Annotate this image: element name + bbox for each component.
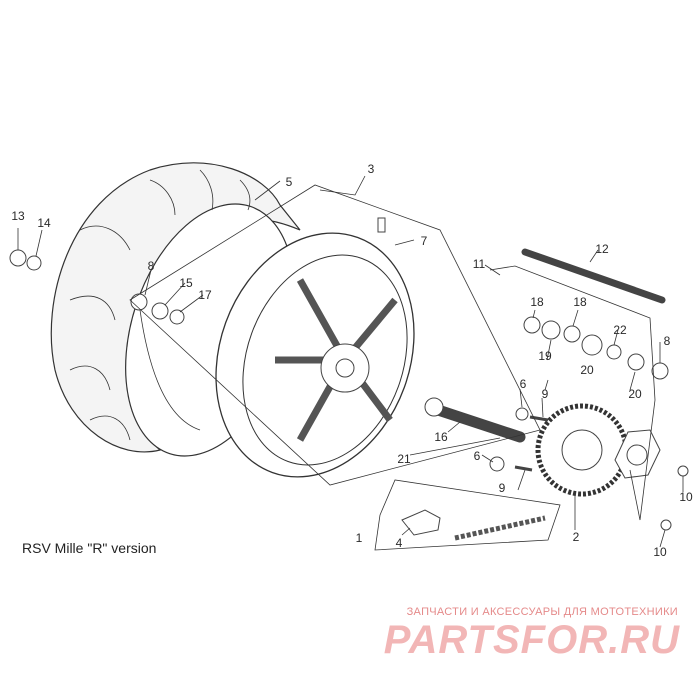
callout-15: 15 bbox=[179, 276, 193, 290]
callout-17: 17 bbox=[198, 288, 212, 302]
callout-12: 12 bbox=[595, 242, 609, 256]
wheel-rim bbox=[215, 217, 415, 478]
callout-22: 22 bbox=[613, 323, 627, 337]
wheel-hub bbox=[320, 343, 370, 393]
callout-9-bottom: 9 bbox=[499, 481, 506, 495]
callout-20b: 20 bbox=[580, 363, 594, 377]
callout-8-left: 8 bbox=[148, 259, 155, 273]
ring-17 bbox=[169, 309, 185, 325]
callout-11: 11 bbox=[473, 257, 486, 271]
callout-14: 14 bbox=[37, 216, 51, 230]
callout-8-right: 8 bbox=[664, 334, 671, 348]
washer-14 bbox=[26, 255, 42, 271]
bearing-8-right bbox=[651, 362, 669, 380]
callout-19: 21 bbox=[397, 452, 411, 466]
callout-13: 13 bbox=[11, 209, 25, 223]
bearing-18a bbox=[523, 316, 541, 334]
nut-10-top bbox=[677, 465, 689, 477]
nut-13 bbox=[9, 249, 27, 267]
watermark-logo: PARTSFOR.RU bbox=[383, 618, 680, 662]
watermark-subtitle: ЗАПЧАСТИ И АКСЕССУАРЫ ДЛЯ МОТОТЕХНИКИ bbox=[406, 606, 678, 618]
bushing-6-top bbox=[515, 407, 529, 421]
spacer-16 bbox=[426, 402, 526, 443]
seal-15 bbox=[151, 302, 169, 320]
sprocket-carrier bbox=[614, 429, 661, 479]
drive-chain bbox=[454, 515, 546, 541]
callout-7: 7 bbox=[421, 234, 428, 248]
spacer-22 bbox=[606, 344, 622, 360]
callout-18a: 18 bbox=[530, 295, 544, 309]
callout-1: 1 bbox=[356, 531, 363, 545]
bushing-19 bbox=[424, 397, 444, 417]
callout-6-top: 6 bbox=[520, 377, 527, 391]
bushing-6-bottom bbox=[489, 456, 505, 472]
callout-4: 4 bbox=[396, 536, 403, 550]
callout-10-top: 10 bbox=[679, 490, 693, 504]
bearing-8-left bbox=[130, 293, 148, 311]
nut-10-bottom bbox=[660, 519, 672, 531]
callout-9-top: 9 bbox=[542, 387, 549, 401]
callout-2: 2 bbox=[573, 530, 580, 544]
version-caption: RSV Mille "R" version bbox=[22, 540, 157, 556]
ring-20a bbox=[541, 320, 561, 340]
bolts-9 bbox=[514, 415, 549, 472]
callout-6-bottom: 6 bbox=[474, 449, 481, 463]
callout-3: 3 bbox=[368, 162, 375, 176]
sprocket bbox=[535, 403, 629, 497]
chain-slider bbox=[401, 509, 441, 536]
callout-16: 16 bbox=[434, 430, 448, 444]
wheel-axle bbox=[521, 248, 666, 304]
ring-20b bbox=[581, 334, 603, 356]
callout-10-bottom: 10 bbox=[653, 545, 667, 559]
callout-5: 5 bbox=[286, 175, 293, 189]
leader-lines bbox=[17, 175, 684, 548]
bearing-18b bbox=[563, 325, 581, 343]
valve bbox=[377, 217, 386, 233]
callout-21: 20 bbox=[628, 387, 642, 401]
callout-18b: 18 bbox=[573, 295, 587, 309]
callout-20a: 19 bbox=[538, 349, 552, 363]
ring-21 bbox=[627, 353, 645, 371]
